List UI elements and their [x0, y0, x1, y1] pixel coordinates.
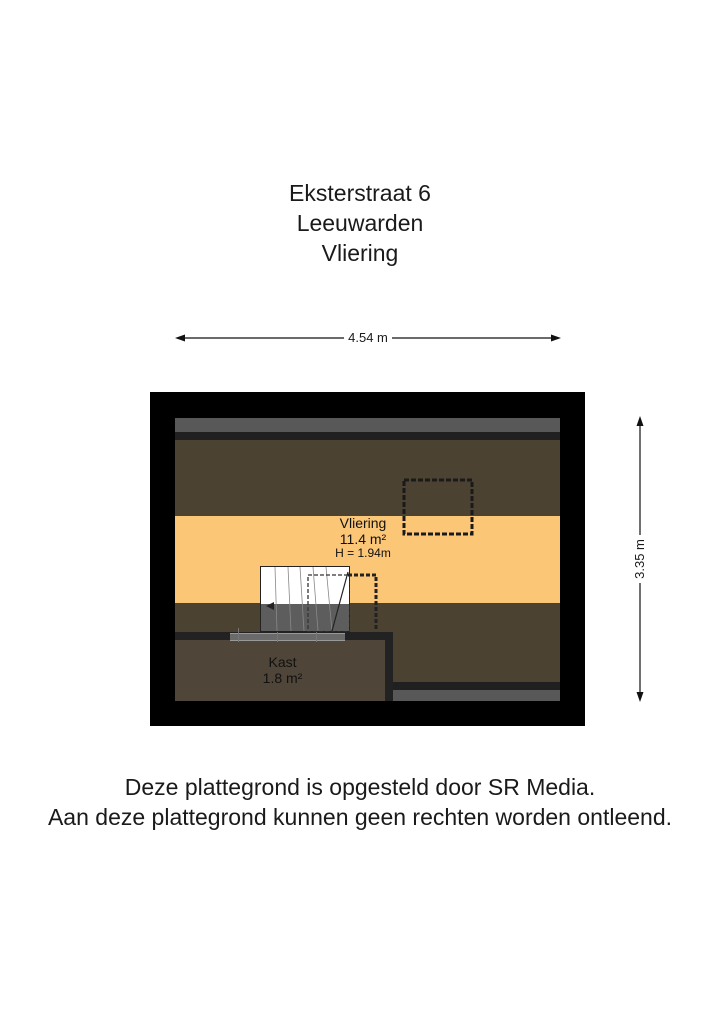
- roof-edge-dark-band-top: [175, 432, 560, 440]
- width-dimension-label: 4.54 m: [344, 330, 392, 345]
- staircase: [260, 566, 351, 633]
- room-label-kast: Kast 1.8 m²: [240, 654, 325, 686]
- disclaimer-line-1: Deze plattegrond is opgesteld door SR Me…: [124, 774, 596, 800]
- room-name: Vliering: [339, 515, 387, 531]
- kast-room: [175, 640, 385, 701]
- door-tick: [316, 628, 317, 642]
- usable-floor-area: [175, 516, 560, 603]
- roof-edge-strip-bottom: [393, 690, 560, 701]
- kast-door-opening: [230, 633, 345, 641]
- room-area: 1.8 m²: [262, 670, 303, 687]
- staircase-icon: [260, 566, 351, 633]
- depth-dimension-label: 3.35 m: [632, 535, 647, 583]
- floor-title: Vliering: [321, 240, 399, 266]
- door-tick: [238, 628, 239, 642]
- room-name: Kast: [268, 654, 297, 670]
- roof-edge-dark-band-bottom: [393, 682, 560, 690]
- roof-edge-strip-top: [175, 418, 560, 432]
- address-title: Eksterstraat 6: [289, 180, 431, 206]
- width-dimension: 4.54 m: [175, 330, 561, 346]
- door-tick: [277, 628, 278, 642]
- hatch-outline-stairs: [348, 573, 378, 633]
- roof-window-icon: [402, 478, 474, 536]
- room-label-vliering: Vliering 11.4 m² H = 1.94m: [318, 515, 408, 561]
- floor-plan: Vliering 11.4 m² H = 1.94m Kast 1.8 m²: [150, 392, 585, 726]
- kast-wall-right: [385, 632, 393, 701]
- roof-window: [402, 478, 474, 536]
- sloped-area-upper: [175, 440, 560, 516]
- city-title: Leeuwarden: [296, 210, 424, 236]
- depth-dimension: 3.35 m: [632, 416, 648, 702]
- room-height: H = 1.94m: [335, 546, 391, 561]
- disclaimer-line-2: Aan deze plattegrond kunnen geen rechten…: [47, 804, 673, 830]
- room-area: 11.4 m²: [339, 531, 387, 548]
- dashed-outline-icon: [348, 573, 378, 631]
